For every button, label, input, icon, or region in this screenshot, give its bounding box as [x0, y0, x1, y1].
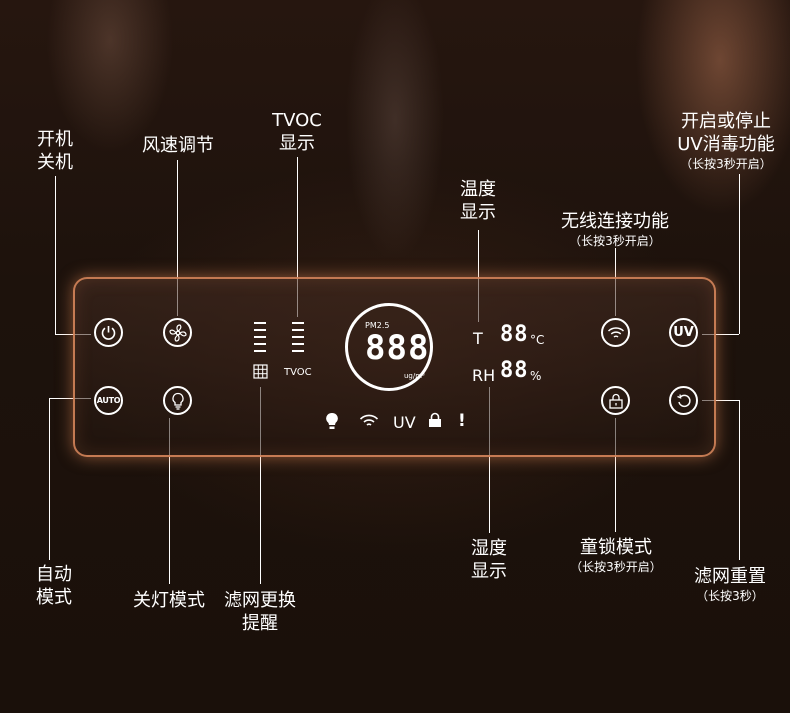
- leader-auto-h: [49, 398, 91, 399]
- tvoc-label: TVOC: [284, 367, 312, 378]
- leader-child-lock: [615, 418, 616, 532]
- wifi-status-icon: [359, 414, 379, 426]
- leader-power: [55, 176, 56, 334]
- leader-uv-h: [702, 334, 739, 335]
- leader-filter-reset: [739, 400, 740, 560]
- label-filter-reminder: 滤网更换提醒: [224, 590, 296, 634]
- uv-button[interactable]: UV: [669, 318, 698, 347]
- tvoc-level-bars: [292, 322, 304, 357]
- temperature-value: 88: [500, 322, 529, 347]
- wifi-button[interactable]: [601, 318, 630, 347]
- lock-icon: [608, 393, 623, 409]
- filter-reset-button[interactable]: [669, 386, 698, 415]
- uv-status: UV: [393, 413, 416, 432]
- light-status-icon: [326, 412, 338, 429]
- filter-icon: [253, 364, 268, 379]
- filter-level-bars: [254, 322, 266, 357]
- light-off-button[interactable]: [163, 386, 192, 415]
- auto-button[interactable]: AUTO: [94, 386, 123, 415]
- humidity-label: RH: [472, 366, 496, 385]
- temperature-unit: °C: [530, 333, 545, 347]
- label-light-off: 关灯模式: [133, 590, 205, 611]
- power-icon: [101, 326, 116, 340]
- wifi-icon: [607, 326, 624, 338]
- pm25-value: 888: [365, 328, 430, 368]
- temperature-label: T: [473, 329, 483, 348]
- alert-status: !: [458, 411, 466, 431]
- power-button[interactable]: [94, 318, 123, 347]
- reset-icon: [676, 393, 691, 407]
- leader-filter-reset-h: [702, 400, 739, 401]
- pm25-ring: [345, 303, 433, 391]
- label-auto: 自动模式: [36, 564, 72, 608]
- leader-humidity: [489, 387, 490, 533]
- leader-uv: [739, 174, 740, 334]
- fan-icon: [168, 323, 187, 342]
- leader-temperature: [478, 230, 479, 322]
- pm25-label: PM2.5: [365, 321, 390, 330]
- bulb-icon: [171, 392, 184, 410]
- leader-light-off: [169, 418, 170, 584]
- label-wifi: 无线连接功能 （长按3秒开启）: [561, 211, 669, 248]
- label-temperature: 温度显示: [460, 179, 496, 223]
- humidity-unit: %: [530, 369, 542, 383]
- label-power: 开机关机: [37, 129, 73, 173]
- leader-fan: [177, 160, 178, 316]
- humidity-value: 88: [500, 358, 529, 383]
- leader-filter-reminder: [260, 387, 261, 584]
- lock-status-icon: [429, 412, 441, 427]
- leader-auto: [49, 398, 50, 560]
- label-filter-reset: 滤网重置 （长按3秒）: [694, 566, 766, 603]
- label-humidity: 湿度显示: [471, 538, 507, 582]
- leader-tvoc: [297, 157, 298, 317]
- child-lock-button[interactable]: [601, 386, 630, 415]
- pm25-unit: ug/m³: [404, 372, 425, 380]
- label-fan-speed: 风速调节: [142, 135, 214, 156]
- fan-speed-button[interactable]: [163, 318, 192, 347]
- label-child-lock: 童锁模式 （长按3秒开启）: [570, 537, 662, 574]
